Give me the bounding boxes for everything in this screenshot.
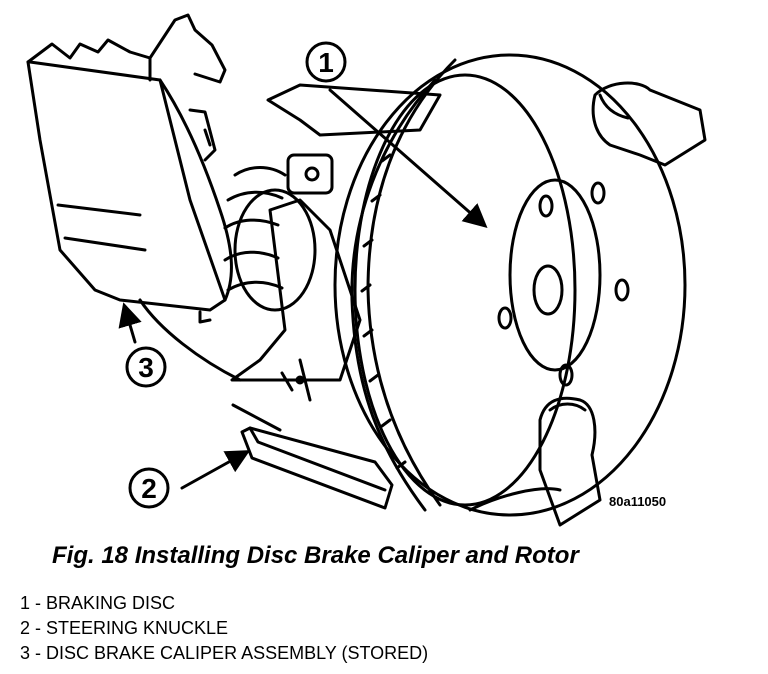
callout-1: 1 [305, 41, 347, 83]
legend-item: 1 - BRAKING DISC [20, 593, 176, 613]
figure-title: Fig. 18 Installing Disc Brake Caliper an… [52, 542, 579, 569]
brake-rotor-illustration: 1 2 3 80a11050 [26, 13, 707, 527]
braking-disc-drawing [333, 53, 687, 517]
callout-3-number: 3 [138, 352, 154, 383]
knuckle-bracket-drawing [240, 426, 394, 510]
caliper-assembly-drawing [26, 13, 242, 382]
image-code: 80a11050 [609, 494, 666, 509]
axle-boot-drawing [223, 153, 334, 312]
legend-item: 2 - STEERING KNUCKLE [20, 618, 229, 638]
legend: 1 - BRAKING DISC 2 - STEERING KNUCKLE 3 … [20, 591, 428, 666]
callout-1-leader [328, 88, 488, 228]
callout-2-leader [180, 450, 251, 490]
legend-item: 3 - DISC BRAKE CALIPER ASSEMBLY (STORED) [20, 643, 429, 663]
callout-2-number: 2 [141, 473, 157, 504]
hands-drawing [468, 81, 707, 527]
callout-2: 2 [128, 467, 170, 509]
callout-3: 3 [125, 346, 167, 388]
callout-3-leader [118, 302, 142, 344]
steering-knuckle-drawing [230, 83, 442, 432]
callout-1-number: 1 [318, 47, 334, 78]
